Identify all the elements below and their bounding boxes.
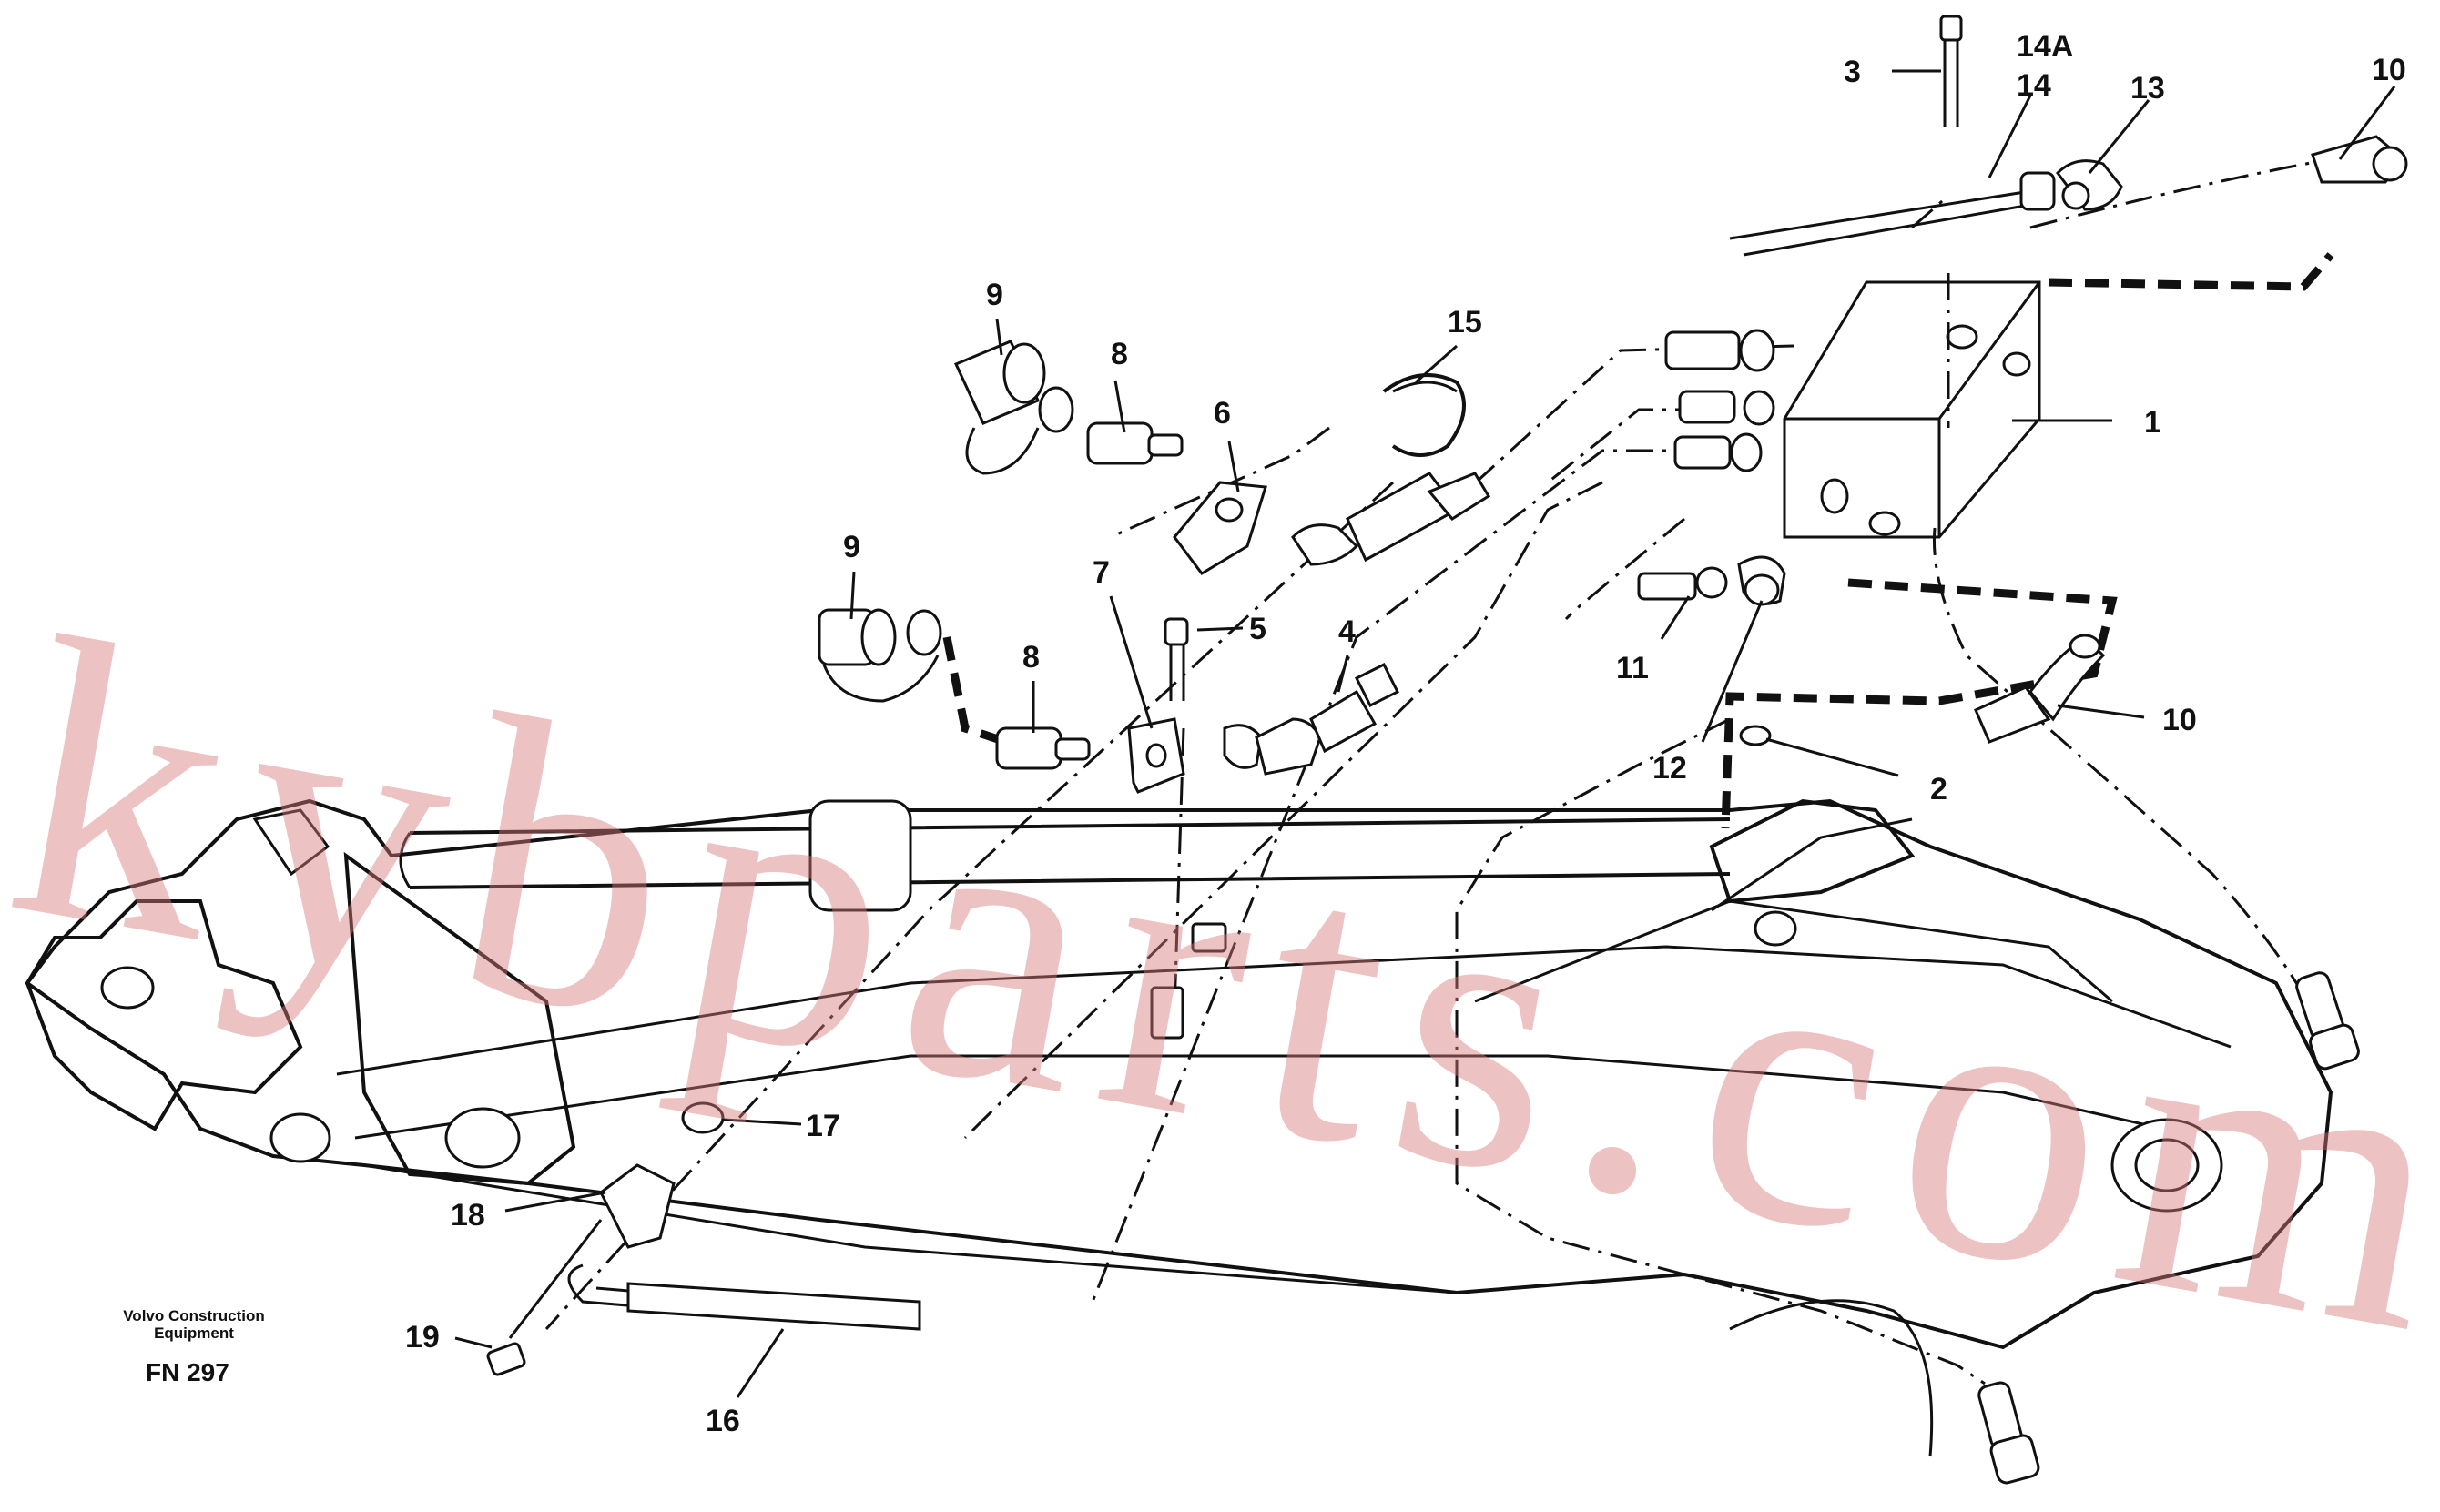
credit-line-2: Equipment <box>154 1324 234 1342</box>
callout-labels: 3 14A 14 13 10 1 2 10 11 12 15 6 8 9 9 8… <box>405 29 2406 1438</box>
figure-number: FN 297 <box>146 1358 229 1386</box>
callout-8-upper: 8 <box>1111 337 1128 371</box>
boom-arm <box>25 798 2333 1457</box>
callout-18: 18 <box>451 1198 485 1233</box>
callout-17: 17 <box>806 1109 840 1143</box>
callout-12: 12 <box>1652 751 1687 786</box>
callout-9-lower: 9 <box>843 530 860 564</box>
callout-7: 7 <box>1093 555 1110 590</box>
valve-block <box>1783 280 2041 539</box>
callout-5: 5 <box>1249 612 1266 646</box>
callout-9-upper: 9 <box>986 278 1003 312</box>
hose-routing <box>544 157 2334 1385</box>
callout-11: 11 <box>1616 651 1649 685</box>
publisher-credit: Volvo Construction Equipment <box>107 1307 280 1342</box>
callout-6: 6 <box>1214 396 1231 431</box>
callout-13: 13 <box>2130 71 2165 106</box>
fittings <box>486 15 2408 1485</box>
callout-8-lower: 8 <box>1022 640 1040 675</box>
callout-10-right: 10 <box>2162 703 2197 737</box>
callout-14: 14 <box>2017 68 2051 103</box>
callout-15: 15 <box>1448 305 1482 340</box>
callout-4: 4 <box>1338 614 1356 649</box>
callout-10-top: 10 <box>2372 53 2406 87</box>
callout-16: 16 <box>706 1404 740 1438</box>
callout-19: 19 <box>405 1320 440 1355</box>
callout-3: 3 <box>1844 55 1861 89</box>
callout-2: 2 <box>1930 772 1947 807</box>
callout-14a: 14A <box>2017 29 2073 64</box>
callout-1: 1 <box>2144 405 2161 440</box>
leader-lines <box>454 69 2396 1398</box>
credit-line-1: Volvo Construction <box>123 1307 265 1324</box>
